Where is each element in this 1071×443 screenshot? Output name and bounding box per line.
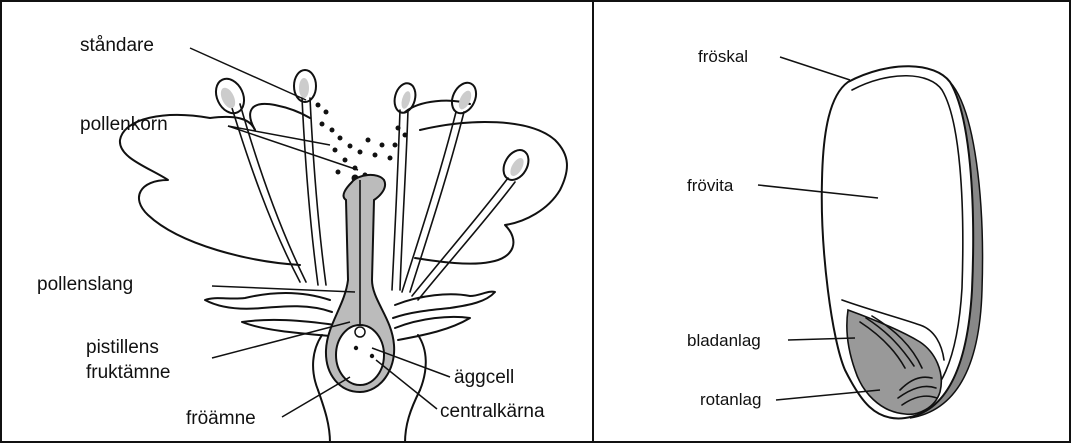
label-frovita: frövita	[687, 176, 734, 195]
label-froskal: fröskal	[698, 47, 748, 66]
egg-cell	[355, 327, 365, 337]
label-aggcell: äggcell	[454, 367, 514, 388]
label-bladanlag: bladanlag	[687, 331, 761, 350]
central-nucleus	[354, 346, 358, 350]
label-pollenkorn: pollenkorn	[80, 114, 168, 135]
anther-shade	[299, 78, 309, 98]
label-standare: ståndare	[80, 35, 154, 56]
label-pistillens: pistillens	[86, 337, 159, 358]
label-centralkarna: centralkärna	[440, 401, 545, 422]
seed-illustration	[822, 66, 983, 418]
label-rotanlag: rotanlag	[700, 390, 761, 409]
label-pollenslang: pollenslang	[37, 274, 133, 295]
label-fruktamne: fruktämne	[86, 362, 170, 383]
label-froamne: fröämne	[186, 408, 256, 429]
central-nucleus	[370, 354, 374, 358]
